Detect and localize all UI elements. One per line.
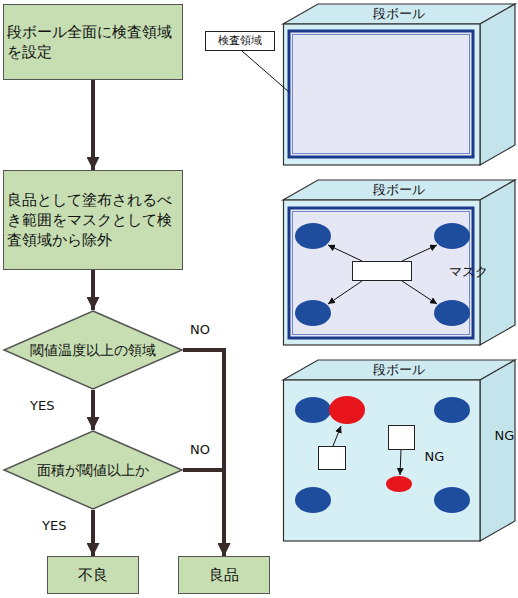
cuboid-top bbox=[283, 4, 515, 24]
decision-diamond: 面積が閾値以上か bbox=[3, 430, 183, 510]
node-text: NG bbox=[406, 428, 518, 444]
box-title: 段ボール bbox=[300, 6, 497, 22]
node-text: 良品として塗布されるべき範囲をマスクとして検査領域から除外 bbox=[7, 190, 179, 250]
flow-connector bbox=[183, 350, 224, 556]
result-box: 良品 bbox=[178, 556, 270, 594]
diamond-shape bbox=[4, 431, 182, 509]
cuboid-top bbox=[283, 180, 515, 200]
cuboid-side bbox=[480, 360, 515, 541]
edge-label: NO bbox=[190, 442, 210, 458]
cuboid-top bbox=[283, 360, 515, 380]
cardboard-box: 段ボール bbox=[283, 4, 516, 166]
edge-label: NO bbox=[190, 322, 210, 338]
edge-label: YES bbox=[42, 518, 66, 534]
cuboid-side bbox=[480, 180, 515, 345]
callout-label: NG bbox=[388, 425, 415, 450]
flow-connector bbox=[91, 80, 95, 170]
cardboard-box: マスク 段ボール bbox=[283, 180, 516, 346]
box-title: 段ボール bbox=[300, 362, 497, 378]
node-text: 不良 bbox=[78, 565, 108, 585]
cardboard-box: NGNG段ボール bbox=[283, 360, 516, 542]
flow-connector bbox=[91, 510, 95, 556]
cuboid-side bbox=[480, 4, 515, 165]
node-text: 良品 bbox=[209, 565, 239, 585]
leader-line bbox=[242, 51, 289, 92]
flow-connector bbox=[91, 390, 95, 430]
decision-diamond: 閾値温度以上の領域 bbox=[3, 310, 183, 390]
result-box: 不良 bbox=[47, 556, 139, 594]
callout-label: NG bbox=[318, 446, 346, 470]
edge-label: YES bbox=[30, 398, 54, 414]
node-text: マスク bbox=[370, 264, 518, 280]
cuboid-front bbox=[284, 380, 481, 541]
diamond-shape bbox=[4, 311, 182, 389]
process-box: 良品として塗布されるべき範囲をマスクとして検査領域から除外 bbox=[3, 170, 183, 270]
node-text: 段ボール全面に検査領域を設定 bbox=[7, 22, 179, 62]
cuboid-outline bbox=[283, 4, 516, 166]
process-box: 段ボール全面に検査領域を設定 bbox=[3, 4, 183, 80]
node-text: 検査領域 bbox=[218, 34, 262, 47]
cuboid-front bbox=[284, 24, 481, 165]
flow-connector bbox=[91, 270, 95, 310]
callout-label: マスク bbox=[352, 261, 412, 281]
node-text: NG bbox=[336, 449, 518, 465]
node-text: 面積が閾値以上か bbox=[23, 461, 163, 479]
callout-label: 検査領域 bbox=[205, 31, 275, 51]
box-title: 段ボール bbox=[300, 182, 497, 198]
node-text: 閾値温度以上の領域 bbox=[16, 341, 170, 359]
flow-connector bbox=[183, 470, 224, 556]
